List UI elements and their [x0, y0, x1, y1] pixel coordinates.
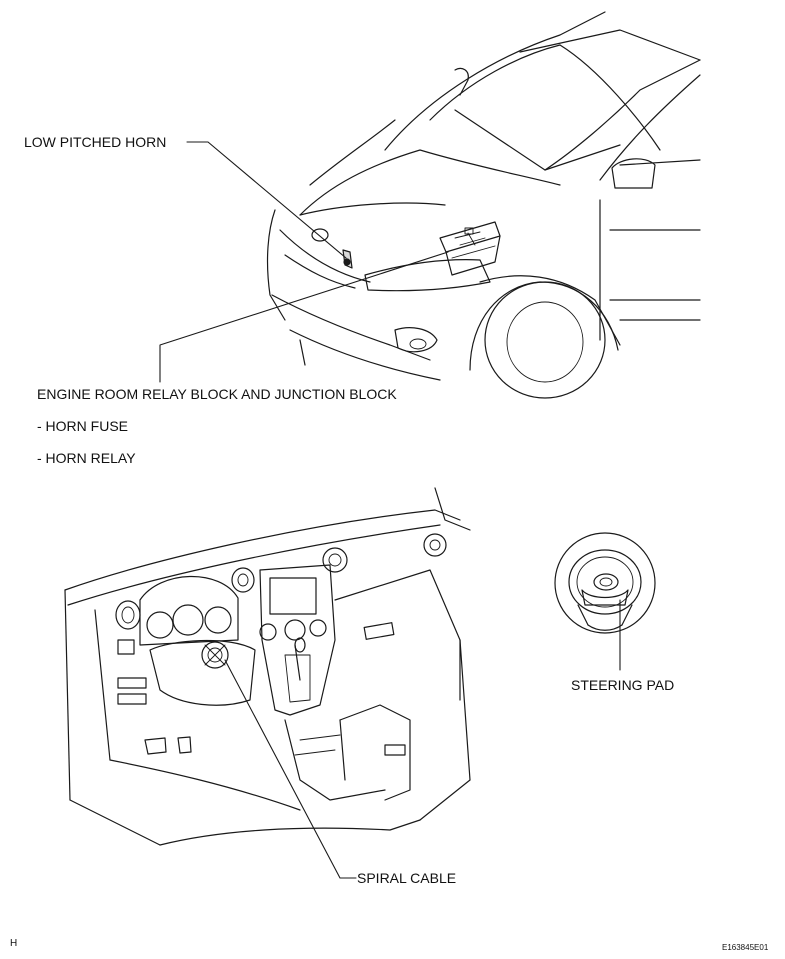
- leader-spiral-cable: [224, 659, 357, 879]
- low-pitched-horn-label: LOW PITCHED HORN: [24, 134, 167, 150]
- leader-low-pitched-horn: [186, 141, 347, 259]
- car-front-view: [266, 11, 701, 399]
- footer-left-mark: H: [10, 938, 18, 949]
- horn-fuse-label: - HORN FUSE: [37, 418, 128, 434]
- figure-id: E163845E01: [722, 943, 769, 952]
- steering-wheel-inset: [554, 532, 656, 634]
- inset-circle: [554, 532, 656, 634]
- steering-pad-label: STEERING PAD: [571, 677, 675, 693]
- car-interior-view: [64, 487, 471, 846]
- horn-relay-label: - HORN RELAY: [37, 450, 136, 466]
- spiral-cable-label: SPIRAL CABLE: [357, 870, 457, 886]
- leader-engine-room-block: [159, 251, 449, 383]
- engine-room-block-label: ENGINE ROOM RELAY BLOCK AND JUNCTION BLO…: [37, 386, 397, 402]
